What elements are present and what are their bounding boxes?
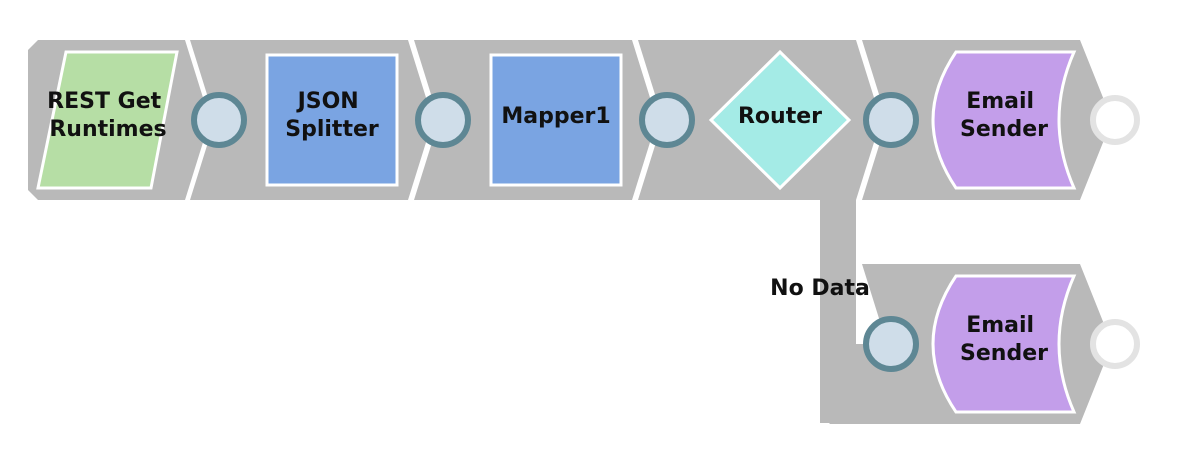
json-splitter-label: JSON Splitter: [285, 89, 379, 142]
port-router-output-2[interactable]: [863, 316, 919, 372]
email-sender-1-label-line-2: Sender: [960, 117, 1048, 142]
rest-get-label-line-2: Runtimes: [49, 117, 166, 142]
json-splitter-snap-shape[interactable]: [265, 53, 399, 187]
router-snap-shape[interactable]: [708, 49, 852, 191]
rest-get-label-line-1: REST Get: [47, 89, 161, 114]
router-label: Router: [738, 104, 822, 129]
email-sender-2-snap-shape[interactable]: [931, 274, 1077, 414]
port-router-output-1[interactable]: [863, 92, 919, 148]
mapper-label: Mapper1: [501, 104, 610, 129]
email-sender-2-label-line-2: Sender: [960, 341, 1048, 366]
email-sender-1-snap-shape[interactable]: [931, 50, 1077, 190]
rest-get-snap-shape[interactable]: [36, 50, 179, 190]
port-mapper-output[interactable]: [639, 92, 695, 148]
mapper-snap-shape[interactable]: [489, 53, 623, 187]
email-sender-1-label-line-1: Email: [966, 89, 1034, 114]
email-sender-2-label: Email Sender: [960, 313, 1048, 366]
open-port-email-sender-1[interactable]: [1090, 95, 1140, 145]
port-json-splitter-output[interactable]: [415, 92, 471, 148]
open-port-email-sender-2[interactable]: [1090, 319, 1140, 369]
json-splitter-label-line-1: JSON: [296, 89, 359, 114]
branch-label-no-data: No Data: [770, 276, 870, 301]
port-rest-get-output[interactable]: [191, 92, 247, 148]
email-sender-1-label: Email Sender: [960, 89, 1048, 142]
json-splitter-label-line-2: Splitter: [285, 117, 379, 142]
rest-get-label: REST Get Runtimes: [47, 89, 169, 142]
mapper-label-line-1: Mapper1: [501, 104, 610, 129]
router-label-line-1: Router: [738, 104, 822, 129]
email-sender-2-label-line-1: Email: [966, 313, 1034, 338]
